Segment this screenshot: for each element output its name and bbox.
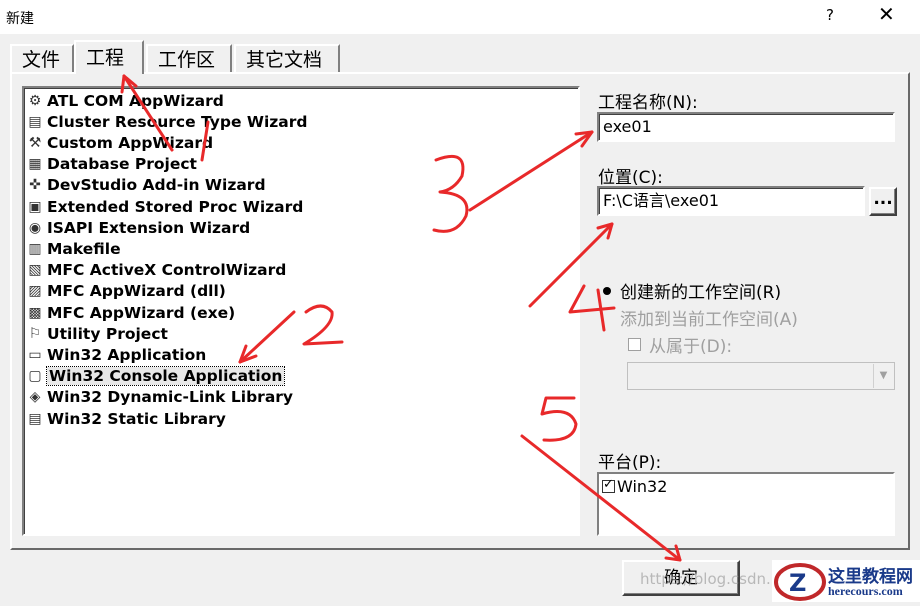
platform-item[interactable]: ✓ Win32 xyxy=(602,477,667,496)
help-button[interactable]: ? xyxy=(826,6,834,24)
list-item[interactable]: ⚙ ATL COM AppWizard xyxy=(26,90,224,111)
stored-proc-icon: ▣ xyxy=(28,198,42,215)
list-item[interactable]: ▨ MFC AppWizard (dll) xyxy=(26,281,226,302)
watermark: https://blog.csdn.ne xyxy=(640,570,790,588)
list-item[interactable]: ▩ MFC AppWizard (exe) xyxy=(26,302,235,323)
list-item[interactable]: ⚐ Utility Project xyxy=(26,323,168,344)
platform-item-label: Win32 xyxy=(617,477,668,496)
ok-button[interactable]: 确定 xyxy=(622,560,740,596)
console-icon: ▢ xyxy=(28,368,42,385)
dependency-label: 从属于(D): xyxy=(649,337,733,357)
window-title: 新建 xyxy=(6,11,34,27)
list-item-label: ATL COM AppWizard xyxy=(47,91,224,110)
browse-button[interactable]: ... xyxy=(869,187,897,216)
globe-icon: ◉ xyxy=(28,219,42,236)
logo-url: herecours.com xyxy=(828,584,903,598)
list-item[interactable]: ✜ DevStudio Add-in Wizard xyxy=(26,175,266,196)
win32-app-icon: ▭ xyxy=(28,346,42,363)
static-lib-icon: ▤ xyxy=(28,410,42,427)
project-name-input[interactable]: exe01 xyxy=(597,112,895,142)
list-item[interactable]: ▤ Cluster Resource Type Wizard xyxy=(26,111,307,132)
site-logo: Z 这里教程网 herecours.com xyxy=(772,560,920,602)
radio-create-workspace-label: 创建新的工作空间(R) xyxy=(620,283,782,303)
list-item-label: Win32 Static Library xyxy=(47,409,226,428)
list-item[interactable]: ▦ Database Project xyxy=(26,154,197,175)
project-name-label: 工程名称(N): xyxy=(598,93,698,113)
radio-unselected-icon xyxy=(600,311,614,325)
tab-projects[interactable]: 工程 xyxy=(74,40,144,74)
tab-files[interactable]: 文件 xyxy=(10,44,74,72)
project-type-list[interactable]: ⚙ ATL COM AppWizard ▤ Cluster Resource Type… xyxy=(22,86,580,536)
list-item[interactable]: ▢Win32 Console Application xyxy=(26,366,286,387)
title-bar: 新建 ? ✕ xyxy=(0,0,920,34)
list-item[interactable]: ▤ Win32 Static Library xyxy=(26,408,226,429)
close-button[interactable]: ✕ xyxy=(878,2,895,26)
location-label: 位置(C): xyxy=(598,168,663,188)
list-item[interactable]: ▧ MFC ActiveX ControlWizard xyxy=(26,260,286,281)
list-item-label: Win32 Application xyxy=(47,345,207,364)
radio-add-workspace[interactable]: 添加到当前工作空间(A) xyxy=(600,305,798,330)
logo-z-icon: Z xyxy=(774,563,826,601)
list-item-label: Extended Stored Proc Wizard xyxy=(47,197,304,216)
radio-create-workspace[interactable]: 创建新的工作空间(R) xyxy=(600,278,781,303)
list-item-label: MFC AppWizard (exe) xyxy=(47,303,236,322)
tab-workspaces[interactable]: 工作区 xyxy=(146,44,232,72)
makefile-icon: ▥ xyxy=(28,240,42,257)
list-item-label: Cluster Resource Type Wizard xyxy=(47,112,308,131)
platform-label: 平台(P): xyxy=(598,453,662,473)
list-item[interactable]: ◈ Win32 Dynamic-Link Library xyxy=(26,387,293,408)
list-item-label: MFC ActiveX ControlWizard xyxy=(47,261,287,280)
mfc-dll-icon: ▨ xyxy=(28,283,42,300)
addin-icon: ✜ xyxy=(29,177,41,194)
list-item-label: Win32 Console Application xyxy=(45,366,286,387)
chevron-down-icon: ▼ xyxy=(873,364,893,388)
svg-text:Z: Z xyxy=(789,569,806,597)
checkbox-checked-icon: ✓ xyxy=(602,477,615,493)
list-item[interactable]: ⚒ Custom AppWizard xyxy=(26,132,213,153)
dll-icon: ◈ xyxy=(29,389,41,406)
list-item-label: Win32 Dynamic-Link Library xyxy=(47,388,294,407)
database-icon: ▦ xyxy=(28,156,42,173)
mfc-exe-icon: ▩ xyxy=(28,304,42,321)
radio-selected-icon xyxy=(600,284,614,298)
list-item-label: Makefile xyxy=(47,239,121,258)
list-item[interactable]: ▥ Makefile xyxy=(26,238,121,259)
list-item[interactable]: ▣ Extended Stored Proc Wizard xyxy=(26,196,303,217)
list-item-label: Database Project xyxy=(47,155,197,174)
utility-icon: ⚐ xyxy=(28,325,42,342)
list-item-label: MFC AppWizard (dll) xyxy=(47,282,226,301)
location-input[interactable]: F:\C语言\exe01 xyxy=(597,186,865,216)
list-item-label: Utility Project xyxy=(47,324,168,343)
platform-list[interactable]: ✓ Win32 xyxy=(597,472,895,536)
logo-name: 这里教程网 xyxy=(828,567,913,587)
atl-icon: ⚙ xyxy=(28,92,42,109)
dependency-checkbox[interactable]: 从属于(D): xyxy=(628,332,732,357)
checkbox-icon xyxy=(628,338,641,351)
list-item[interactable]: ◉ ISAPI Extension Wizard xyxy=(26,217,250,238)
list-item-label: DevStudio Add-in Wizard xyxy=(47,176,266,195)
custom-appwizard-icon: ⚒ xyxy=(28,134,42,151)
tab-other-documents[interactable]: 其它文档 xyxy=(234,44,340,72)
dependency-select[interactable]: ▼ xyxy=(627,362,895,390)
activex-icon: ▧ xyxy=(28,262,42,279)
cluster-icon: ▤ xyxy=(28,113,42,130)
list-item[interactable]: ▭ Win32 Application xyxy=(26,344,206,365)
tab-panel xyxy=(10,72,910,550)
list-item-label: ISAPI Extension Wizard xyxy=(47,218,251,237)
radio-add-workspace-label: 添加到当前工作空间(A) xyxy=(620,310,798,330)
list-item-label: Custom AppWizard xyxy=(47,133,214,152)
